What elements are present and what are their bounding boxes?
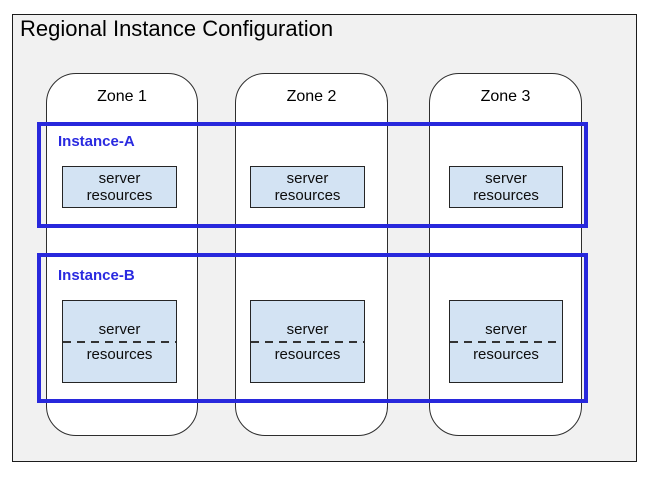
zone-3-label: Zone 3 — [480, 88, 531, 105]
server-resources-text: server — [98, 170, 141, 187]
instance-b-label: Instance-B — [58, 267, 135, 284]
instance-a-boundary: Instance-A — [37, 122, 588, 228]
server-resources-text: server — [485, 170, 527, 187]
server-resources-text: resources — [473, 187, 539, 204]
server-resources-box-instance-b-zone-1: server resources — [62, 300, 177, 383]
zone-2-label: Zone 2 — [286, 88, 337, 105]
split-divider-dashed-line — [251, 340, 364, 343]
zone-1-label: Zone 1 — [97, 88, 147, 105]
server-resources-text: server — [286, 170, 329, 187]
split-divider-dashed-line — [63, 340, 176, 343]
server-resources-box-instance-b-zone-2: server resources — [250, 300, 365, 383]
instance-a-label: Instance-A — [58, 133, 135, 150]
server-resources-text: resources — [86, 345, 153, 363]
server-resources-text: server — [286, 320, 329, 338]
server-resources-text: resources — [274, 345, 341, 363]
diagram-title: Regional Instance Configuration — [20, 16, 334, 41]
server-resources-text: server — [485, 320, 527, 338]
server-resources-text: resources — [274, 187, 341, 204]
server-resources-box-instance-a-zone-1: server resources — [62, 166, 177, 208]
split-divider-dashed-line — [450, 340, 562, 343]
instance-b-boundary: Instance-B — [37, 253, 588, 403]
server-resources-box-instance-a-zone-3: server resources — [449, 166, 563, 208]
server-resources-text: resources — [86, 187, 153, 204]
server-resources-box-instance-a-zone-2: server resources — [250, 166, 365, 208]
server-resources-text: server — [98, 320, 141, 338]
server-resources-box-instance-b-zone-3: server resources — [449, 300, 563, 383]
server-resources-text: resources — [473, 345, 539, 363]
